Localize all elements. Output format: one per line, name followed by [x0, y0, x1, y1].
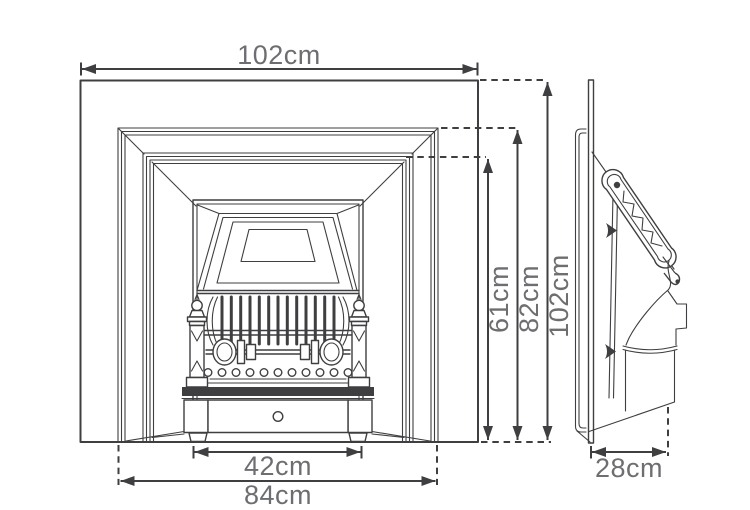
dimensions: 102cm 61cm 82cm 102cm 42cm [80, 40, 669, 510]
dimension-overall-height: 102cm [542, 82, 574, 440]
label-opening-height: 61cm [484, 265, 514, 333]
canopy-trapezoids [196, 212, 360, 295]
label-overall-width: 102cm [237, 40, 321, 70]
grate-bars [206, 295, 350, 346]
grate-post-left [185, 293, 209, 388]
drawer-knob [272, 411, 284, 423]
grate-base [181, 378, 375, 400]
side-backplate [587, 79, 595, 444]
dimension-frame-height: 82cm [512, 130, 544, 440]
side-clip-lower [605, 344, 616, 359]
dimension-base-width: 84cm [117, 445, 438, 510]
label-grate-width: 42cm [244, 451, 312, 481]
label-depth: 28cm [595, 453, 663, 483]
label-frame-height: 82cm [514, 265, 544, 333]
side-frame-edge [574, 128, 587, 433]
frame-molding-inner [142, 152, 414, 443]
side-view [574, 79, 688, 444]
side-damper [601, 168, 681, 286]
frame-molding-outer [117, 127, 439, 443]
dimension-depth: 28cm [590, 407, 669, 483]
dimension-grate-width: 42cm [192, 446, 363, 481]
grate-front-rail [203, 329, 353, 336]
side-firebox-profile [588, 260, 688, 433]
side-clip-upper [606, 223, 617, 238]
hearth-lines [125, 430, 431, 442]
side-grate-back [608, 192, 619, 399]
dimension-overall-width: 102cm [80, 40, 479, 76]
foot-right [348, 432, 368, 443]
front-view [79, 79, 479, 443]
grate-post-right [347, 293, 371, 388]
bead-row [203, 368, 353, 378]
fire-grate [181, 293, 375, 400]
foot-left [188, 432, 208, 443]
label-overall-height: 102cm [544, 254, 574, 338]
dimension-opening-height: 61cm [483, 159, 514, 440]
grate-ornaments [212, 338, 344, 366]
front-plate-outline [79, 79, 479, 443]
ash-drawer [183, 399, 373, 443]
label-base-width: 84cm [244, 480, 312, 510]
